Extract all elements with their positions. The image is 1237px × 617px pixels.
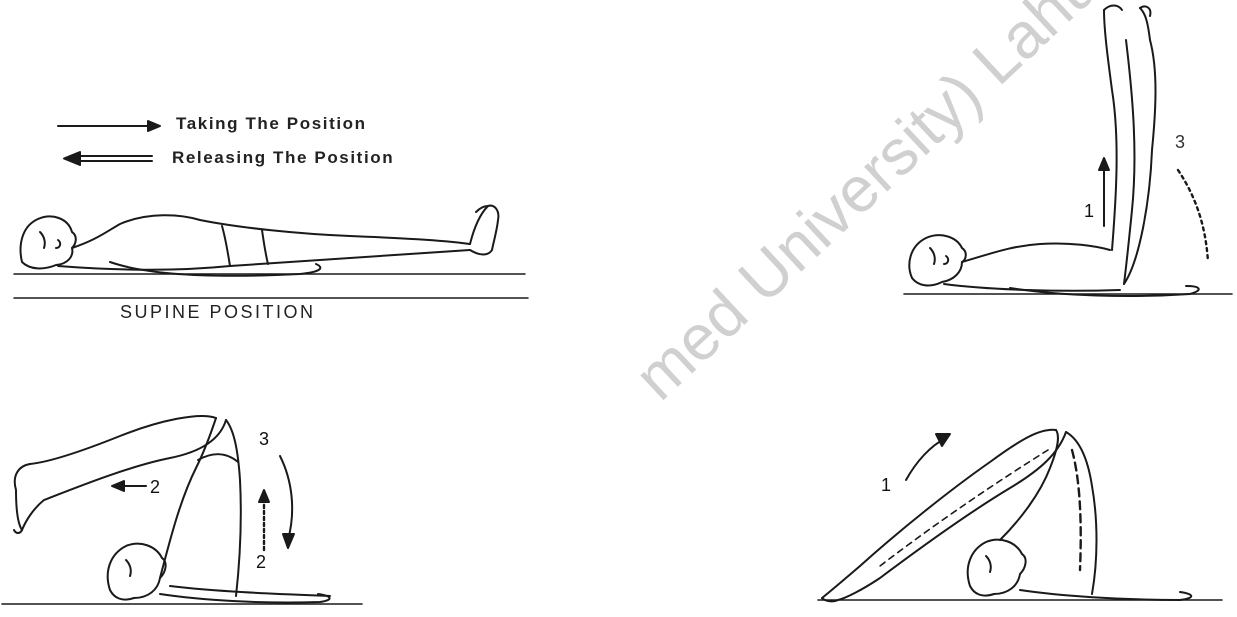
supine-figure	[14, 206, 528, 298]
plow-step-2-horizontal-label: 2	[150, 477, 160, 498]
plow-step-3-label: 3	[259, 429, 269, 450]
take-position-arrow-icon	[58, 121, 160, 131]
roll-step-1-label: 1	[881, 475, 891, 496]
release-position-arrow-icon	[64, 152, 152, 165]
legend-taking-label: Taking The Position	[176, 114, 367, 134]
plow-figure	[2, 416, 362, 604]
roll-back-figure	[818, 430, 1222, 602]
plow-step-2-vertical-label: 2	[256, 552, 266, 573]
legs-up-step-3-label: 3	[1175, 132, 1185, 153]
supine-position-caption: SUPINE POSITION	[120, 302, 316, 323]
legs-up-step-1-label: 1	[1084, 201, 1094, 222]
legend-releasing-label: Releasing The Position	[172, 148, 394, 168]
